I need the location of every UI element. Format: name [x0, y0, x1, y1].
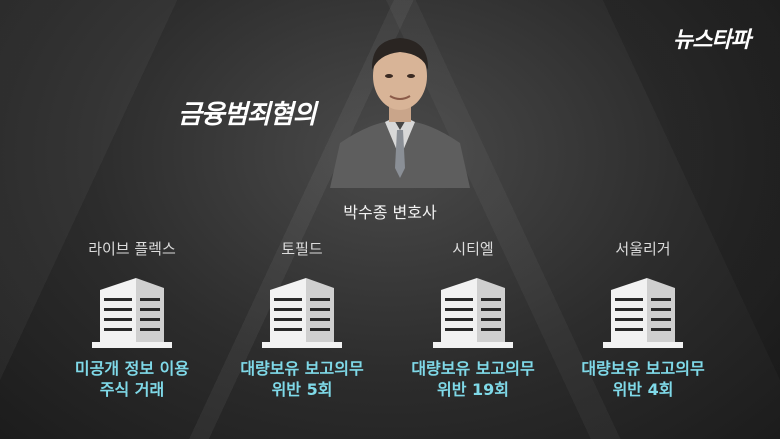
building-icon — [92, 278, 172, 348]
company-card: 시티엘 대량보유 보고의무 위반 19회 — [383, 238, 563, 400]
company-name: 시티엘 — [452, 240, 494, 258]
charge-title: 금융범죄혐의 — [178, 100, 317, 130]
company-description: 대량보유 보고의무 위반 19회 — [411, 359, 535, 399]
building-icon — [603, 278, 683, 348]
person-name: 박수종 변호사 — [343, 203, 437, 222]
company-card: 라이브 플렉스 미공개 정보 이용 주식 거래 — [42, 238, 222, 400]
company-card: 서울리거 대량보유 보고의무 위반 4회 — [553, 238, 733, 400]
building-icon — [262, 278, 342, 348]
company-name: 토필드 — [281, 240, 323, 258]
news-logo: 뉴스타파 — [673, 28, 751, 53]
company-description: 대량보유 보고의무 위반 4회 — [581, 359, 705, 399]
company-name: 서울리거 — [615, 240, 671, 258]
company-description: 대량보유 보고의무 위반 5회 — [240, 359, 364, 399]
company-card: 토필드 대량보유 보고의무 위반 5회 — [212, 238, 392, 400]
company-name: 라이브 플렉스 — [88, 240, 176, 258]
building-icon — [433, 278, 513, 348]
person-portrait — [330, 38, 470, 188]
company-description: 미공개 정보 이용 주식 거래 — [74, 359, 190, 399]
